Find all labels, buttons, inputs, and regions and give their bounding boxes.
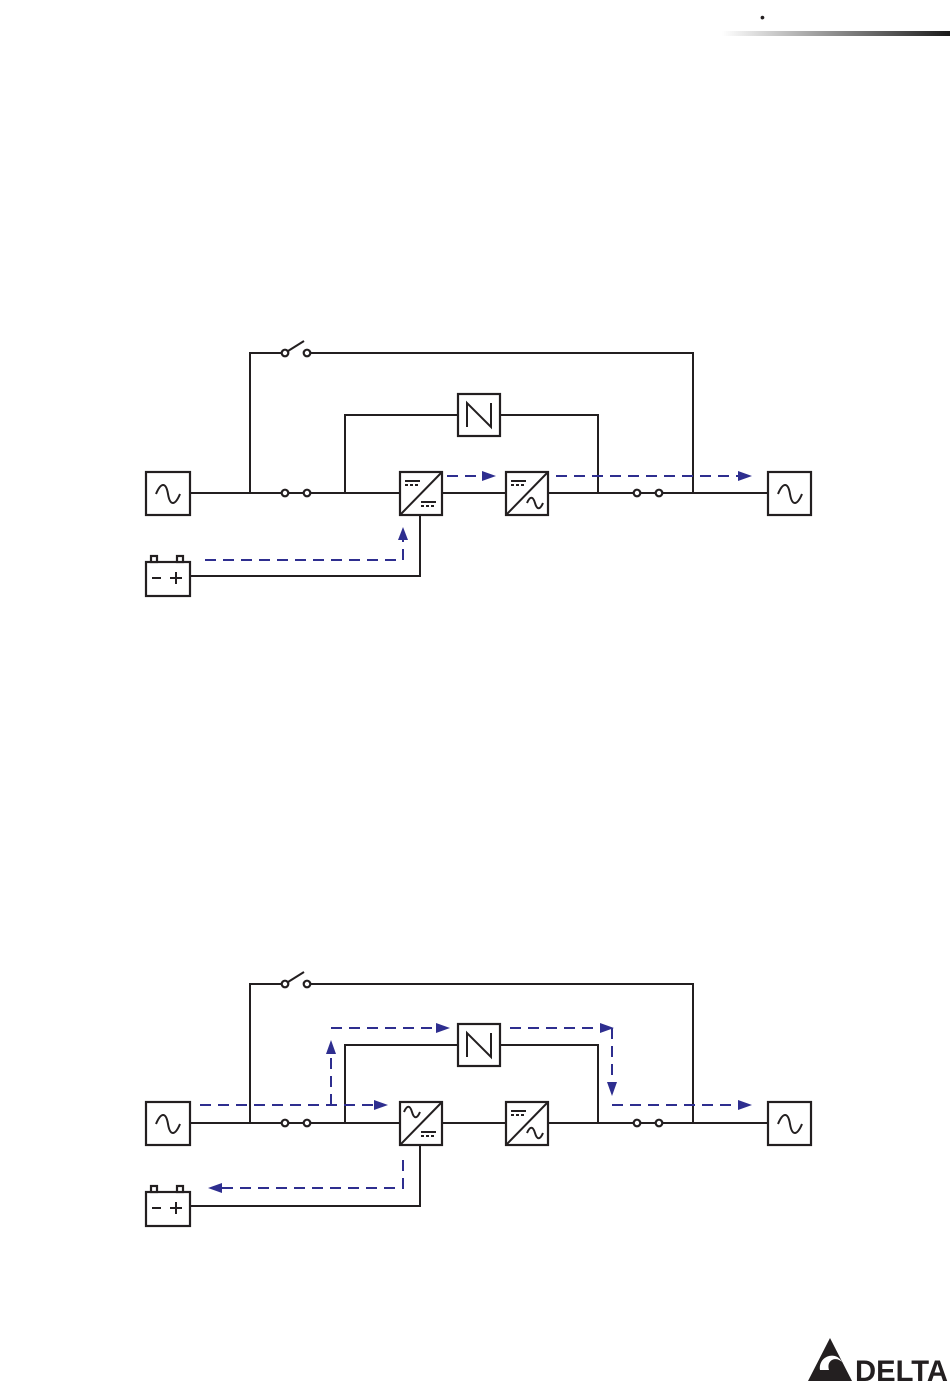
header-gradient-bar [722,31,950,36]
rectifier-ac-dc [400,1102,442,1145]
inverter [506,1102,548,1145]
maintenance-bypass-switch [282,341,311,356]
output-switch [634,490,663,497]
maintenance-bypass-switch [282,972,311,987]
header-bullet: • [760,9,765,25]
brand-name: DELTA [855,1355,948,1385]
output-switch [634,1120,663,1127]
wiring [190,984,768,1206]
ac-input-source [146,472,190,515]
power-flow [205,471,752,560]
battery [146,1186,190,1226]
delta-logo: DELTA [808,1338,948,1385]
wiring [190,353,768,576]
ac-output-load [768,472,811,515]
static-switch [458,1024,500,1066]
diagram-top [146,341,811,596]
ac-output-load [768,1102,811,1145]
input-switch [282,490,311,497]
static-switch [458,394,500,436]
rectifier-dc-dc [400,472,442,515]
battery [146,556,190,596]
ac-input-source [146,1102,190,1145]
diagram-bottom [146,972,811,1226]
input-switch [282,1120,311,1127]
inverter [506,472,548,515]
